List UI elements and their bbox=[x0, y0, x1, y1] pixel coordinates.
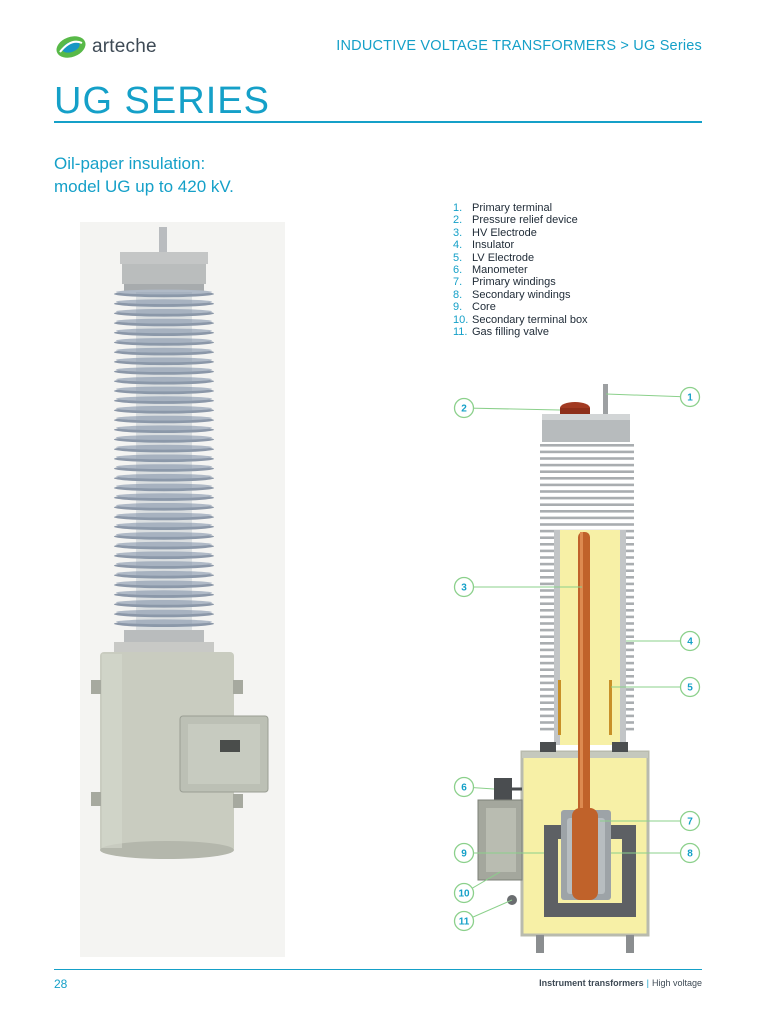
legend-item-number: 7. bbox=[453, 276, 463, 289]
legend-item-label: Manometer bbox=[472, 264, 528, 277]
legend-item-label: LV Electrode bbox=[472, 251, 535, 264]
footer-section: Instrument transformers|High voltage bbox=[539, 978, 702, 988]
transformer-photo bbox=[80, 222, 285, 957]
callout-marker-9: 9 bbox=[453, 842, 475, 864]
legend-item-number: 11. bbox=[453, 326, 468, 339]
legend-item: 10.Secondary terminal box bbox=[453, 314, 588, 326]
legend-item-number: 9. bbox=[453, 301, 463, 314]
footer-divider bbox=[54, 969, 702, 970]
legend-item: 9. Core bbox=[453, 301, 588, 313]
callout-marker-3: 3 bbox=[453, 576, 475, 598]
arteche-logo: arteche bbox=[54, 32, 157, 62]
legend-item-label: Primary windings bbox=[472, 276, 556, 289]
legend-item-number: 8. bbox=[453, 288, 463, 301]
subtitle-line-1: Oil-paper insulation: bbox=[54, 154, 206, 173]
callout-number: 7 bbox=[687, 817, 693, 828]
legend-item-number: 3. bbox=[453, 226, 463, 239]
legend-item-number: 5. bbox=[453, 251, 463, 264]
callout-line bbox=[605, 393, 691, 398]
callout-marker-6: 6 bbox=[453, 776, 475, 798]
legend-item-label: HV Electrode bbox=[472, 226, 537, 239]
callout-number: 3 bbox=[461, 583, 467, 594]
callout-marker-11: 11 bbox=[453, 910, 475, 932]
breadcrumb: INDUCTIVE VOLTAGE TRANSFORMERS > UG Seri… bbox=[336, 38, 702, 54]
callout-marker-5: 5 bbox=[679, 676, 701, 698]
legend-item-number: 6. bbox=[453, 264, 463, 277]
subtitle: Oil-paper insulation: model UG up to 420… bbox=[54, 152, 234, 198]
logo-mark-icon bbox=[56, 36, 86, 58]
legend-item: 8. Secondary windings bbox=[453, 289, 588, 301]
callout-marker-2: 2 bbox=[453, 397, 475, 419]
legend-item-number: 2. bbox=[453, 214, 463, 227]
legend-item: 11. Gas filling valve bbox=[453, 326, 588, 338]
footer-section-title: Instrument transformers bbox=[539, 978, 644, 988]
legend-item: 7. Primary windings bbox=[453, 276, 588, 288]
legend-item-number: 4. bbox=[453, 239, 463, 252]
callout-number: 10 bbox=[458, 889, 470, 900]
legend-item: 2. Pressure relief device bbox=[453, 214, 588, 226]
callout-number: 1 bbox=[687, 393, 693, 404]
title-divider bbox=[54, 121, 702, 123]
legend-item-number: 10. bbox=[453, 313, 469, 326]
callout-number: 5 bbox=[687, 683, 693, 694]
legend-item-label: Core bbox=[472, 301, 496, 314]
callout-number: 11 bbox=[459, 917, 470, 928]
callout-marker-7: 7 bbox=[679, 810, 701, 832]
callout-marker-4: 4 bbox=[679, 630, 701, 652]
footer-separator: | bbox=[646, 978, 649, 988]
footer-subsection: High voltage bbox=[651, 978, 702, 988]
legend-item-number: 1. bbox=[453, 202, 463, 214]
component-legend: 1. Primary terminal 2. Pressure relief devi… bbox=[453, 202, 588, 338]
legend-item: 5. LV Electrode bbox=[453, 252, 588, 264]
legend-item: 4. Insulator bbox=[453, 239, 588, 251]
legend-item: 1. Primary terminal bbox=[453, 202, 588, 214]
callout-number: 6 bbox=[461, 783, 467, 794]
callout-marker-1: 1 bbox=[679, 386, 701, 408]
callout-marker-8: 8 bbox=[679, 842, 701, 864]
callout-number: 8 bbox=[687, 849, 693, 860]
legend-item-label: Secondary windings bbox=[472, 288, 571, 301]
callout-number: 4 bbox=[687, 637, 693, 648]
callout-number: 9 bbox=[461, 849, 467, 860]
page-number: 28 bbox=[54, 977, 68, 991]
legend-item-label: Insulator bbox=[472, 239, 515, 252]
callout-number: 2 bbox=[461, 404, 467, 415]
legend-item-label: Secondary terminal box bbox=[472, 313, 588, 326]
logo-text: arteche bbox=[92, 36, 157, 57]
legend-item-label: Primary terminal bbox=[472, 202, 553, 214]
page-title: UG SERIES bbox=[54, 80, 270, 122]
callout-marker-10: 10 bbox=[453, 882, 475, 904]
legend-item: 3. HV Electrode bbox=[453, 227, 588, 239]
legend-item-label: Gas filling valve bbox=[472, 326, 550, 339]
legend-item: 6. Manometer bbox=[453, 264, 588, 276]
cross-section-diagram: 1 2 3 4 5 6 7 8 9 10 11 bbox=[453, 384, 701, 953]
subtitle-line-2: model UG up to 420 kV. bbox=[54, 177, 234, 196]
legend-item-label: Pressure relief device bbox=[472, 214, 578, 227]
callout-line bbox=[463, 407, 561, 411]
